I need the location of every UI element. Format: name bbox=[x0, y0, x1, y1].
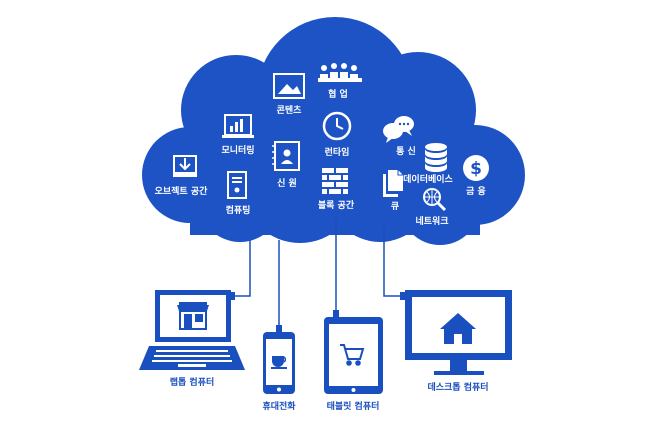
device-label: 태블릿 컴퓨터 bbox=[327, 400, 380, 412]
service-label: 금 융 bbox=[466, 186, 486, 197]
svg-text:$: $ bbox=[470, 159, 482, 179]
documents-icon bbox=[383, 170, 403, 197]
desktop-cable bbox=[383, 225, 402, 297]
service-label: 모니터링 bbox=[221, 144, 254, 156]
database-icon bbox=[425, 143, 447, 172]
service-label: 큐 bbox=[391, 201, 399, 212]
cable-plugs bbox=[229, 292, 406, 333]
server-icon bbox=[227, 171, 247, 199]
network-search-icon bbox=[423, 188, 447, 212]
service-label: 네트워크 bbox=[415, 215, 448, 227]
device-label: 휴대전화 bbox=[262, 400, 296, 412]
service-block-storage: 블록 공간 bbox=[318, 168, 355, 211]
service-monitoring: 모니터링 bbox=[221, 114, 255, 156]
device-laptop: 랩톱 컴퓨터 bbox=[139, 290, 245, 388]
service-label: 협 업 bbox=[328, 88, 348, 100]
service-collaboration: 협 업 bbox=[318, 63, 362, 100]
device-desktop: 데스크톱 컴퓨터 bbox=[405, 290, 512, 393]
chat-bubbles-icon bbox=[383, 116, 414, 143]
service-runtime: 런타임 bbox=[322, 111, 352, 158]
service-label: 통 신 bbox=[396, 145, 416, 157]
service-label: 데이터베이스 bbox=[403, 173, 453, 185]
service-identity: 신 원 bbox=[272, 141, 300, 189]
clock-icon bbox=[322, 111, 352, 141]
device-label: 데스크톱 컴퓨터 bbox=[427, 381, 488, 393]
chart-monitor-icon bbox=[222, 114, 254, 138]
service-label: 오브젝트 공간 bbox=[155, 185, 209, 197]
device-tablet: 태블릿 컴퓨터 bbox=[324, 317, 383, 412]
tablet-cart-icon bbox=[324, 317, 383, 394]
image-icon bbox=[273, 73, 305, 99]
desktop-home-icon bbox=[405, 290, 512, 375]
service-label: 컴퓨팅 bbox=[226, 204, 251, 216]
laptop-store-icon bbox=[139, 290, 245, 370]
service-label: 콘텐츠 bbox=[277, 104, 303, 116]
service-communication: 통 신 bbox=[383, 116, 416, 157]
download-tray-icon bbox=[173, 155, 197, 177]
people-meeting-icon bbox=[318, 63, 362, 82]
store-icon bbox=[177, 302, 209, 330]
service-network: 네트워크 bbox=[415, 188, 449, 227]
service-content: 콘텐츠 bbox=[273, 73, 305, 116]
service-label: 블록 공간 bbox=[318, 199, 355, 211]
service-label: 런타임 bbox=[325, 146, 350, 158]
service-label: 신 원 bbox=[277, 177, 297, 189]
phone-coffee-icon bbox=[263, 332, 295, 394]
service-object-storage: 오브젝트 공간 bbox=[155, 155, 209, 197]
house-icon bbox=[440, 313, 476, 344]
service-computing: 컴퓨팅 bbox=[226, 171, 251, 216]
dollar-icon: $ bbox=[463, 155, 489, 181]
brick-icon bbox=[322, 168, 348, 194]
connection-lines bbox=[232, 218, 402, 327]
service-finance: $ 금 융 bbox=[463, 155, 489, 197]
service-database: 데이터베이스 bbox=[403, 143, 454, 185]
service-queue: 큐 bbox=[383, 170, 403, 212]
device-label: 랩톱 컴퓨터 bbox=[170, 376, 215, 388]
device-phone: 휴대전화 bbox=[262, 332, 296, 412]
laptop-cable bbox=[232, 240, 251, 297]
id-book-icon bbox=[272, 141, 300, 171]
coffee-cup-icon bbox=[271, 356, 287, 369]
shopping-cart-icon bbox=[340, 344, 365, 366]
